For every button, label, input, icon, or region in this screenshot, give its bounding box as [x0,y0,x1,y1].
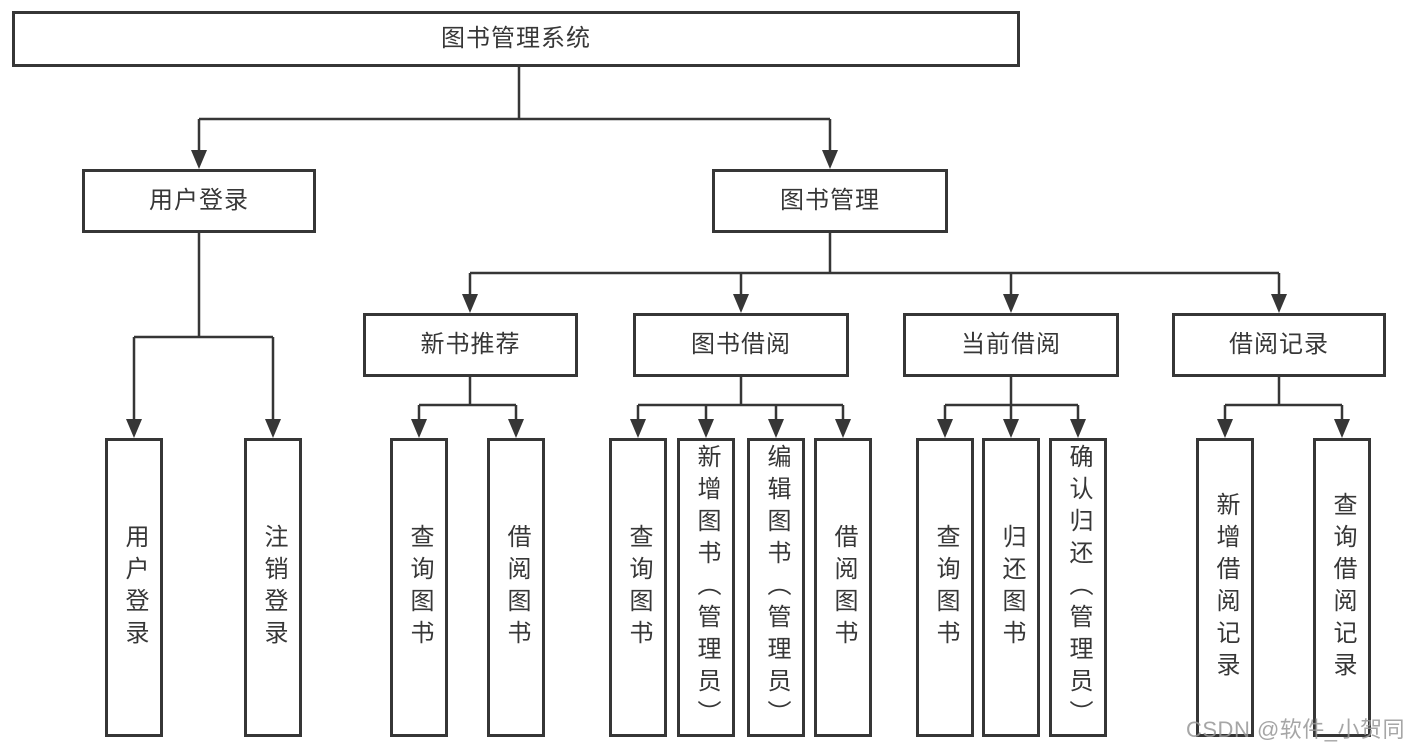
leaf-add-borrow-record: 新增借阅记录 [1196,438,1254,737]
node-book-borrowing: 图书借阅 [633,313,849,377]
csdn-watermark: CSDN @软件_小贺同学 [1186,717,1405,742]
node-user-login-label: 用户登录 [149,187,249,214]
node-new-book-recommendation-label: 新书推荐 [420,331,521,358]
node-current-borrowing-label: 当前借阅 [961,331,1061,358]
leaf-query-borrow-record: 查询借阅记录 [1313,438,1371,737]
leaf-logout-login: 注销登录 [244,438,302,737]
leaf-recommend-query-books: 查询图书 [390,438,448,737]
leaf-edit-books-admin: 编辑图书（管理员） [747,438,805,737]
leaf-borrow-books: 借阅图书 [814,438,872,737]
node-new-book-recommendation: 新书推荐 [363,313,578,377]
node-borrowing-records-label: 借阅记录 [1229,331,1329,358]
leaf-user-login: 用户登录 [105,438,163,737]
leaf-borrowing-query-books: 查询图书 [609,438,667,737]
node-borrowing-records: 借阅记录 [1172,313,1386,377]
leaf-recommend-borrow-books: 借阅图书 [487,438,545,737]
root-node-library-system: 图书管理系统 [12,11,1020,67]
node-book-borrowing-label: 图书借阅 [691,331,791,358]
node-book-management-label: 图书管理 [780,187,880,214]
leaf-add-books-admin: 新增图书（管理员） [677,438,735,737]
root-node-label: 图书管理系统 [441,25,591,52]
leaf-confirm-return-admin: 确认归还（管理员） [1049,438,1107,737]
leaf-return-books: 归还图书 [982,438,1040,737]
node-book-management: 图书管理 [712,169,948,233]
node-current-borrowing: 当前借阅 [903,313,1119,377]
leaf-current-query-books: 查询图书 [916,438,974,737]
node-user-login: 用户登录 [82,169,316,233]
